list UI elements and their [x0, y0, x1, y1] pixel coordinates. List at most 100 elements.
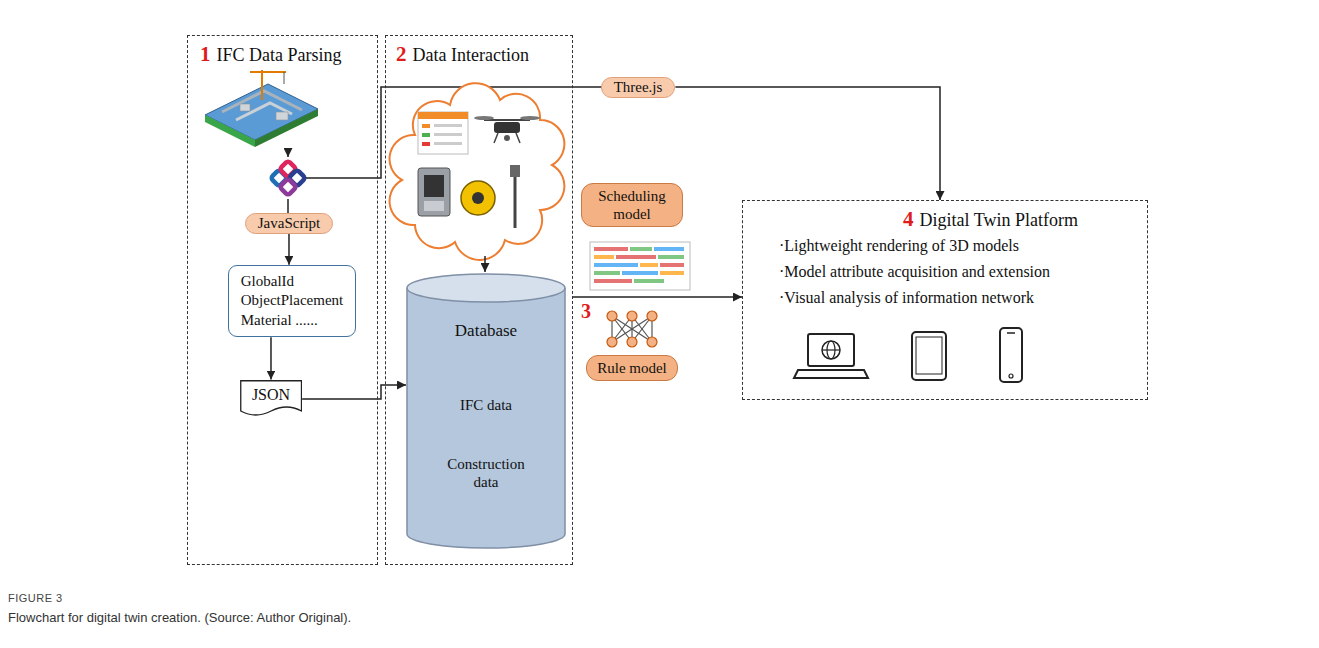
bim-model: [240, 104, 250, 111]
schedule-screenshot: [594, 279, 632, 283]
node-text: Database: [406, 321, 566, 341]
model-pill: Rule model: [586, 355, 678, 381]
drone-icon: [474, 116, 540, 143]
document-outline: [241, 380, 302, 414]
laser-scanner: [424, 175, 444, 197]
network-icon: [647, 337, 657, 347]
tablet-icon: [912, 332, 946, 380]
step-number: 4: [903, 207, 914, 231]
tablet-icon: [916, 337, 942, 374]
node-text: JSON: [252, 386, 290, 404]
data-cloud: [390, 83, 565, 260]
feature-bullet: ·Lightweight rendering of 3D models: [779, 237, 1019, 255]
connector-arrow: [288, 234, 290, 265]
feature-bullet: ·Visual analysis of information network: [779, 289, 1034, 307]
schedule-screenshot: [654, 247, 684, 251]
drone-icon: [504, 135, 510, 141]
panel-title: IFC Data Parsing: [217, 45, 342, 65]
bim-model: [276, 112, 288, 120]
heading-row: 1 IFC Data Parsing: [200, 42, 342, 67]
ifc-logo: [271, 161, 306, 196]
tablet-icon: [912, 332, 946, 380]
schedule-screenshot: [634, 279, 664, 283]
laser-scanner: [424, 201, 444, 211]
connector-arrow: [573, 296, 742, 298]
bim-model: [261, 70, 263, 100]
node-text: IFC data: [438, 396, 534, 414]
bim-model: [255, 109, 318, 147]
schedule-screenshot: [594, 263, 638, 267]
figure-caption: Flowchart for digital twin creation. (So…: [8, 610, 351, 625]
step-number: 3: [581, 300, 591, 323]
app-screenshot: [422, 142, 430, 146]
flow-arrow: [287, 148, 289, 157]
panel-title: Digital Twin Platform: [920, 210, 1078, 230]
schedule-screenshot: [590, 242, 690, 290]
laser-scanner: [418, 168, 450, 216]
schedule-screenshot: [622, 271, 658, 275]
panel-title: Data Interaction: [413, 45, 529, 65]
schedule-screenshot: [630, 247, 652, 251]
step-number: 1: [200, 42, 211, 66]
laptop-icon: [808, 334, 854, 366]
tool-pill: JavaScript: [245, 213, 333, 234]
app-screenshot: [422, 133, 430, 137]
drone-icon: [520, 116, 540, 120]
phone-icon: [1000, 328, 1022, 382]
laser-scanner: [418, 168, 450, 216]
attribute-box: GlobalId ObjectPlacement Material ......: [228, 265, 356, 338]
database-cylinder: IFC dataConstruction data Database: [406, 273, 566, 549]
bim-model: [205, 115, 255, 147]
laptop-icon: [794, 370, 868, 378]
bim-model: [250, 71, 286, 73]
phone-icon: [1009, 374, 1013, 378]
heading-row: 2 Data Interaction: [396, 42, 529, 67]
schedule-screenshot: [590, 242, 690, 290]
schedule-screenshot: [616, 255, 656, 259]
drone-icon: [474, 116, 494, 120]
schedule-screenshot: [658, 255, 684, 259]
stage-panel: JavaScriptGlobalId ObjectPlacement Mater…: [187, 35, 378, 565]
network-icon: [607, 311, 657, 347]
schedule-screenshot: [594, 255, 614, 259]
ifc-logo: [280, 179, 297, 196]
app-screenshot: [434, 142, 462, 145]
node-text: Three.js: [614, 79, 663, 96]
connector-arrow: [675, 87, 940, 200]
probe: [510, 165, 520, 228]
node-text: JavaScript: [258, 215, 320, 232]
stage-panel: IFC dataConstruction data Database 2 Data I…: [385, 35, 573, 565]
schedule-screenshot: [594, 271, 620, 275]
json-document: JSON: [240, 380, 302, 419]
heading-row: 4 Digital Twin Platform: [903, 207, 1078, 232]
laptop-icon: [794, 334, 868, 378]
schedule-screenshot: [660, 263, 684, 267]
cylinder-body: [407, 288, 565, 548]
app-screenshot: [434, 124, 462, 127]
data-table: Construction data: [429, 447, 543, 496]
cable-reel: [472, 192, 484, 204]
drone-icon: [516, 133, 520, 143]
laptop-icon: [822, 349, 840, 350]
figure-label: FIGURE 3: [8, 592, 63, 604]
schedule-screenshot: [640, 263, 658, 267]
schedule-screenshot: [594, 247, 628, 251]
cylinder-top: [407, 274, 565, 302]
step-number: 2: [396, 42, 407, 66]
app-screenshot: [434, 133, 462, 136]
node-text: Construction data: [438, 455, 534, 491]
network-icon: [647, 311, 657, 321]
tool-pill: Three.js: [601, 77, 676, 98]
connector-arrow: [270, 337, 272, 379]
app-screenshot: [422, 124, 430, 128]
cable-reel: [461, 181, 495, 215]
cable-reel: [461, 181, 495, 215]
connector-arrow: [302, 385, 406, 399]
app-screenshot: [418, 112, 468, 154]
bim-model: [284, 72, 285, 84]
schedule-screenshot: [660, 271, 684, 275]
node-text: Rule model: [597, 359, 667, 377]
network-icon: [607, 337, 617, 347]
phone-icon: [1000, 328, 1022, 382]
